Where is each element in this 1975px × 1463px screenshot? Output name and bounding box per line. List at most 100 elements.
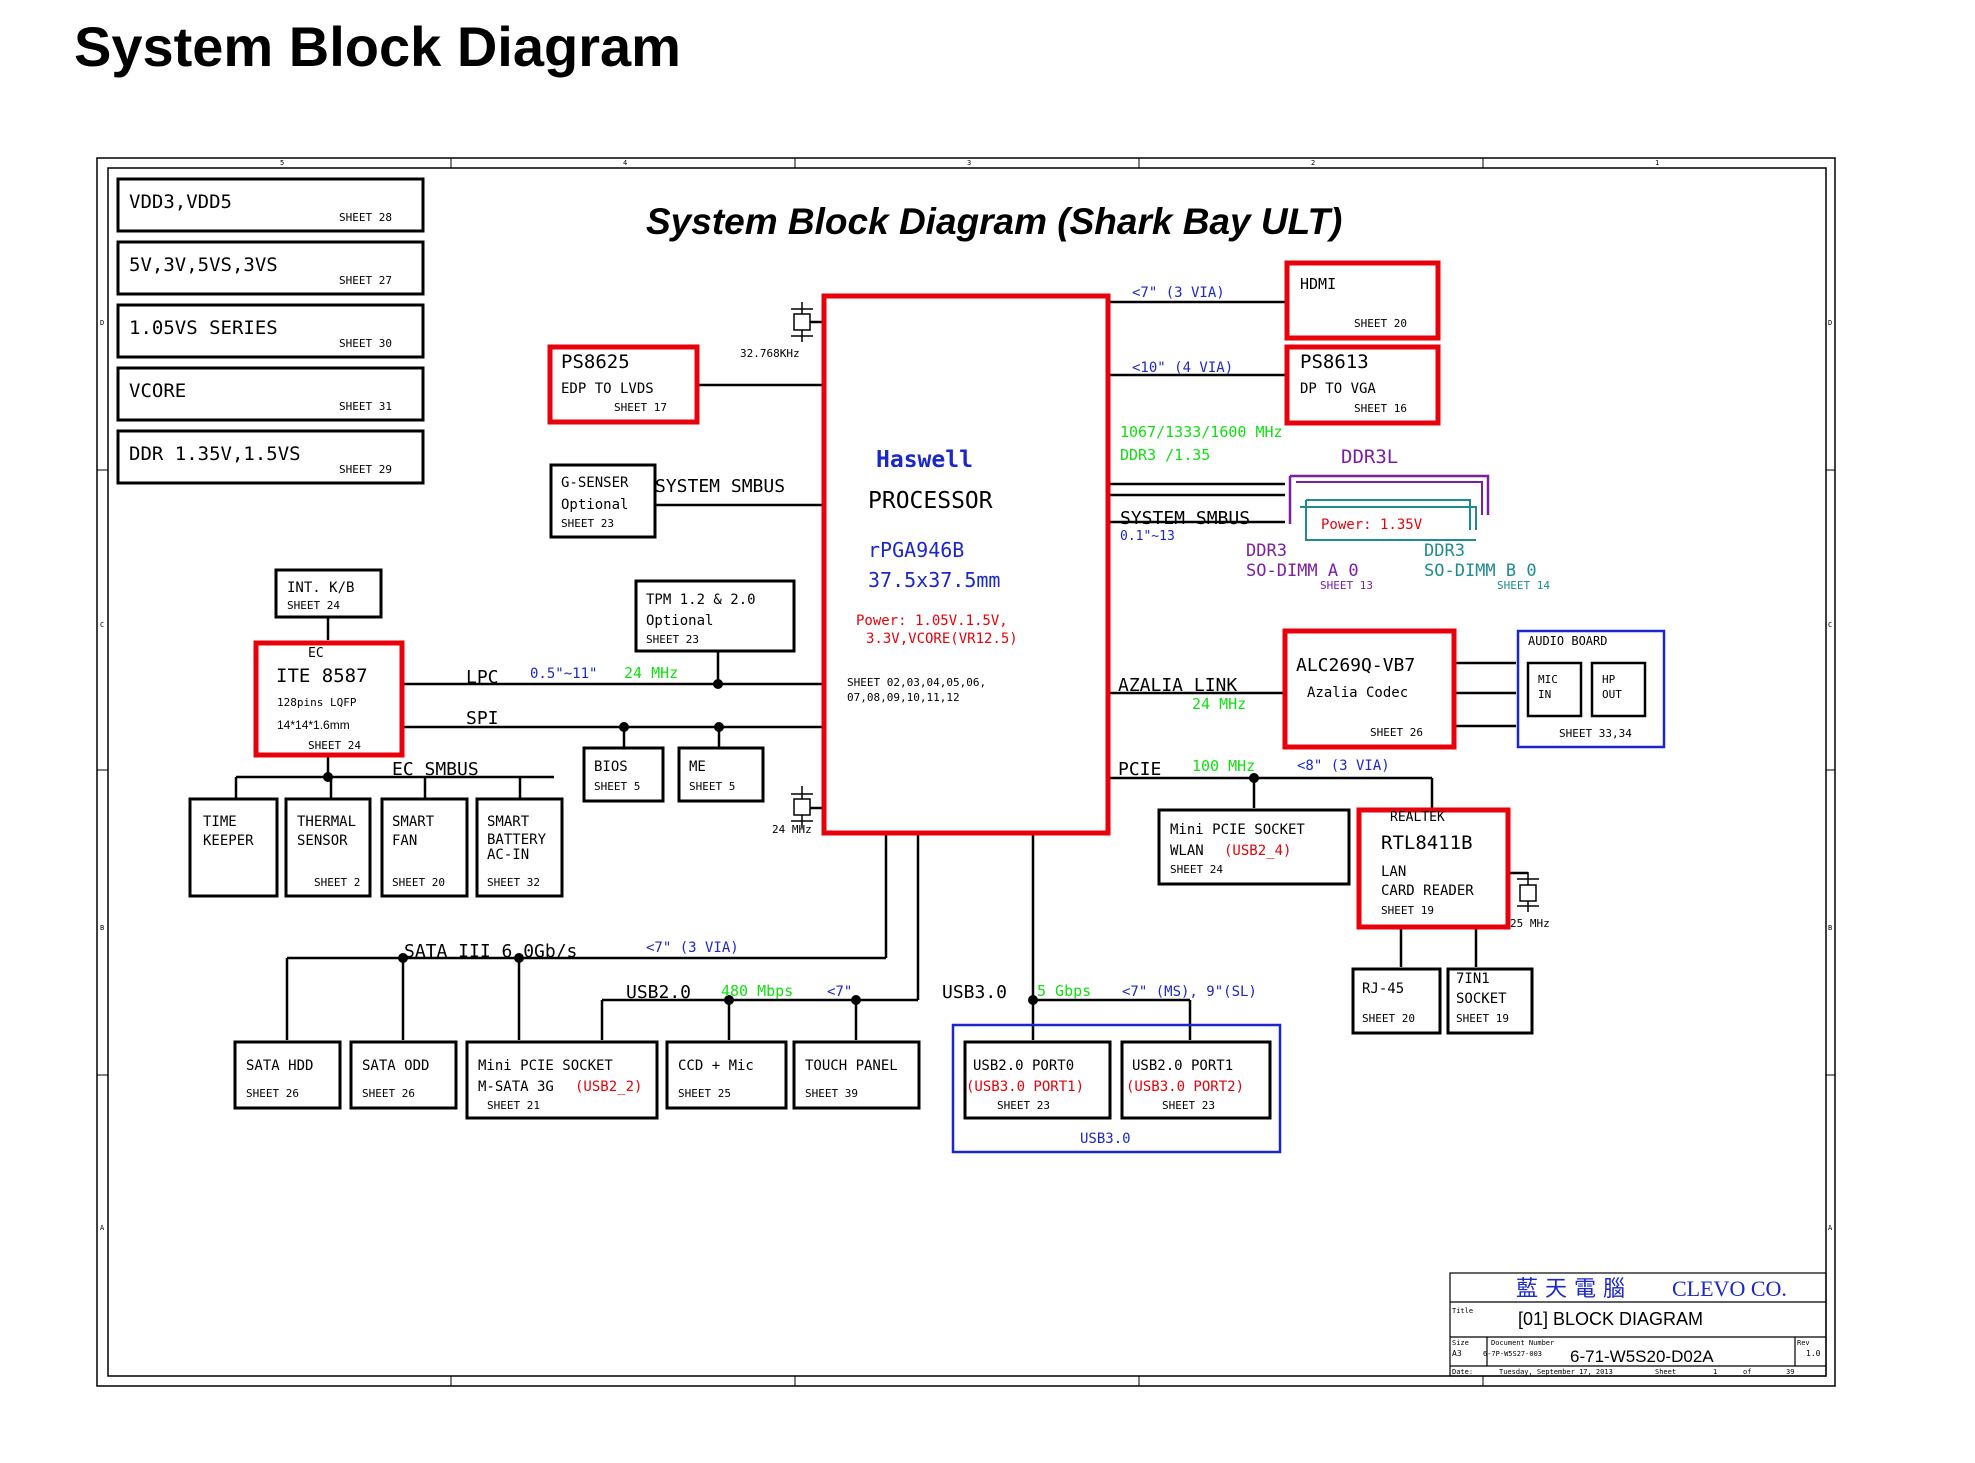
pcie-length: <8" (3 VIA) bbox=[1297, 758, 1390, 774]
msata-sheet: SHEET 21 bbox=[487, 1099, 540, 1112]
power-rail-name: VDD3,VDD5 bbox=[129, 191, 232, 213]
rev-label: Rev bbox=[1797, 1339, 1810, 1347]
hdmi-length: <7" (3 VIA) bbox=[1132, 285, 1225, 301]
ddr-label: DDR3L bbox=[1341, 446, 1398, 468]
touch-panel-box[interactable] bbox=[792, 1040, 921, 1110]
gsensor-box[interactable] bbox=[549, 463, 657, 539]
crystal-icon bbox=[791, 302, 813, 342]
tpm-name: TPM 1.2 & 2.0 bbox=[646, 592, 756, 608]
sheet-label: Sheet bbox=[1655, 1368, 1676, 1376]
rj45-box[interactable] bbox=[1351, 967, 1442, 1035]
audio-board-sheet: SHEET 33,34 bbox=[1559, 727, 1632, 740]
ec-box[interactable] bbox=[253, 640, 405, 758]
tpm-sheet: SHEET 23 bbox=[646, 633, 699, 646]
usb-port0-sheet: SHEET 23 bbox=[997, 1099, 1050, 1112]
usb-port0-box[interactable] bbox=[963, 1040, 1112, 1120]
hdmi-box[interactable] bbox=[1284, 260, 1441, 341]
tpm-optional: Optional bbox=[646, 613, 713, 629]
me-box[interactable] bbox=[677, 746, 765, 803]
ec-child-label: FAN bbox=[392, 833, 417, 849]
dimm-b-type: DDR3 bbox=[1424, 541, 1465, 561]
codec-box[interactable] bbox=[1282, 628, 1457, 750]
bios-box[interactable] bbox=[582, 746, 665, 803]
junction-dots bbox=[323, 679, 1259, 1005]
border-mark: B bbox=[100, 924, 104, 932]
ec-child-label: AC-IN bbox=[487, 847, 529, 863]
usb-port1-box[interactable] bbox=[1120, 1040, 1272, 1120]
usb3-length: <7" (MS), 9"(SL) bbox=[1122, 984, 1257, 1000]
dimm-b-bracket bbox=[1300, 499, 1477, 541]
crystal-icon bbox=[1517, 872, 1539, 912]
sata-odd-box[interactable] bbox=[349, 1040, 458, 1110]
ec-child-box[interactable] bbox=[188, 797, 279, 898]
wlan-box[interactable] bbox=[1157, 808, 1351, 886]
page-title: System Block Diagram bbox=[74, 15, 681, 78]
msata-usb: (USB2_2) bbox=[575, 1079, 642, 1095]
ec-child-sheet: SHEET 20 bbox=[392, 876, 445, 889]
ps8613-length: <10" (4 VIA) bbox=[1132, 360, 1233, 376]
dimm-b-name: SO-DIMM B 0 bbox=[1424, 561, 1537, 581]
kb-box[interactable] bbox=[274, 568, 383, 619]
msata-box[interactable] bbox=[465, 1040, 659, 1120]
usb2-speed: 480 Mbps bbox=[721, 982, 793, 1000]
cpu-sheets: 07,08,09,10,11,12 bbox=[847, 691, 960, 704]
socket-7in1-sheet: SHEET 19 bbox=[1456, 1012, 1509, 1025]
ps8625-box[interactable] bbox=[547, 344, 700, 425]
power-rail-sheet: SHEET 30 bbox=[339, 337, 392, 350]
power-rail-name: VCORE bbox=[129, 380, 186, 402]
power-rail-sheet: SHEET 27 bbox=[339, 274, 392, 287]
crystal-icon bbox=[791, 786, 813, 828]
lpc-freq: 24 MHz bbox=[624, 664, 678, 682]
lan-desc: LAN bbox=[1381, 864, 1406, 880]
crystal-freq-label: 24 MHz bbox=[772, 823, 812, 836]
border-mark: D bbox=[1828, 319, 1832, 327]
ec-child-box[interactable] bbox=[475, 797, 564, 898]
gsensor-sheet: SHEET 23 bbox=[561, 517, 614, 530]
title-label: Title bbox=[1452, 1307, 1473, 1315]
crystal-freq-label: 25 MHz bbox=[1510, 917, 1550, 930]
socket-7in1-box[interactable] bbox=[1446, 967, 1534, 1035]
power-rail-name: 5V,3V,5VS,3VS bbox=[129, 254, 278, 276]
ec-child-box[interactable] bbox=[380, 797, 469, 898]
usb3-speed: 5 Gbps bbox=[1037, 982, 1091, 1000]
ec-child-sheet: SHEET 2 bbox=[314, 876, 360, 889]
mic-jack-box[interactable] bbox=[1526, 661, 1583, 718]
lan-box[interactable] bbox=[1356, 807, 1511, 930]
cpu-type: PROCESSOR bbox=[868, 488, 993, 514]
ec-pins: 128pins LQFP bbox=[277, 696, 357, 709]
ddr-smbus-label: SYSTEM SMBUS bbox=[1120, 508, 1250, 529]
sata-bus-label: SATA III 6.0Gb/s bbox=[404, 941, 577, 962]
me-name: ME bbox=[689, 759, 706, 775]
dimm-a-sheet: SHEET 13 bbox=[1320, 579, 1373, 592]
ps8613-box[interactable] bbox=[1284, 344, 1441, 426]
system-smbus-label: SYSTEM SMBUS bbox=[655, 476, 785, 497]
crystal-freq-label: 32.768KHz bbox=[740, 347, 800, 360]
lan-sheet: SHEET 19 bbox=[1381, 904, 1434, 917]
border-mark: 1 bbox=[1655, 159, 1659, 167]
hdmi-name: HDMI bbox=[1300, 275, 1336, 293]
border-mark: 5 bbox=[280, 159, 284, 167]
pcie-label: PCIE bbox=[1118, 759, 1161, 780]
power-rail-sheet: SHEET 28 bbox=[339, 211, 392, 224]
date-value: Tuesday, September 17, 2013 bbox=[1499, 1368, 1613, 1376]
ps8625-name: PS8625 bbox=[561, 351, 630, 373]
lan-vendor: REALTEK bbox=[1390, 810, 1445, 825]
sata-hdd-box[interactable] bbox=[233, 1040, 342, 1110]
tpm-box[interactable] bbox=[634, 579, 796, 653]
ec-child-box[interactable] bbox=[284, 797, 372, 898]
gsensor-optional: Optional bbox=[561, 497, 628, 513]
usb3-bus-label: USB3.0 bbox=[942, 982, 1007, 1003]
cpu-box[interactable] bbox=[821, 293, 1111, 836]
hp-jack-box[interactable] bbox=[1590, 661, 1647, 718]
power-rail-sheet: SHEET 31 bbox=[339, 400, 392, 413]
size-value: A3 bbox=[1452, 1349, 1462, 1358]
drawing-title: [01] BLOCK DIAGRAM bbox=[1518, 1309, 1703, 1329]
ec-sheet: SHEET 24 bbox=[308, 739, 361, 752]
usb-port1-line2: (USB3.0 PORT2) bbox=[1126, 1079, 1244, 1095]
ec-child-label: SMART bbox=[487, 814, 530, 830]
border-mark: A bbox=[100, 1224, 105, 1232]
document-number-small: 6-7P-W5S27-003 bbox=[1483, 1350, 1542, 1358]
codec-desc: Azalia Codec bbox=[1307, 685, 1408, 701]
border-mark: D bbox=[100, 319, 104, 327]
ccd-box[interactable] bbox=[665, 1040, 788, 1110]
